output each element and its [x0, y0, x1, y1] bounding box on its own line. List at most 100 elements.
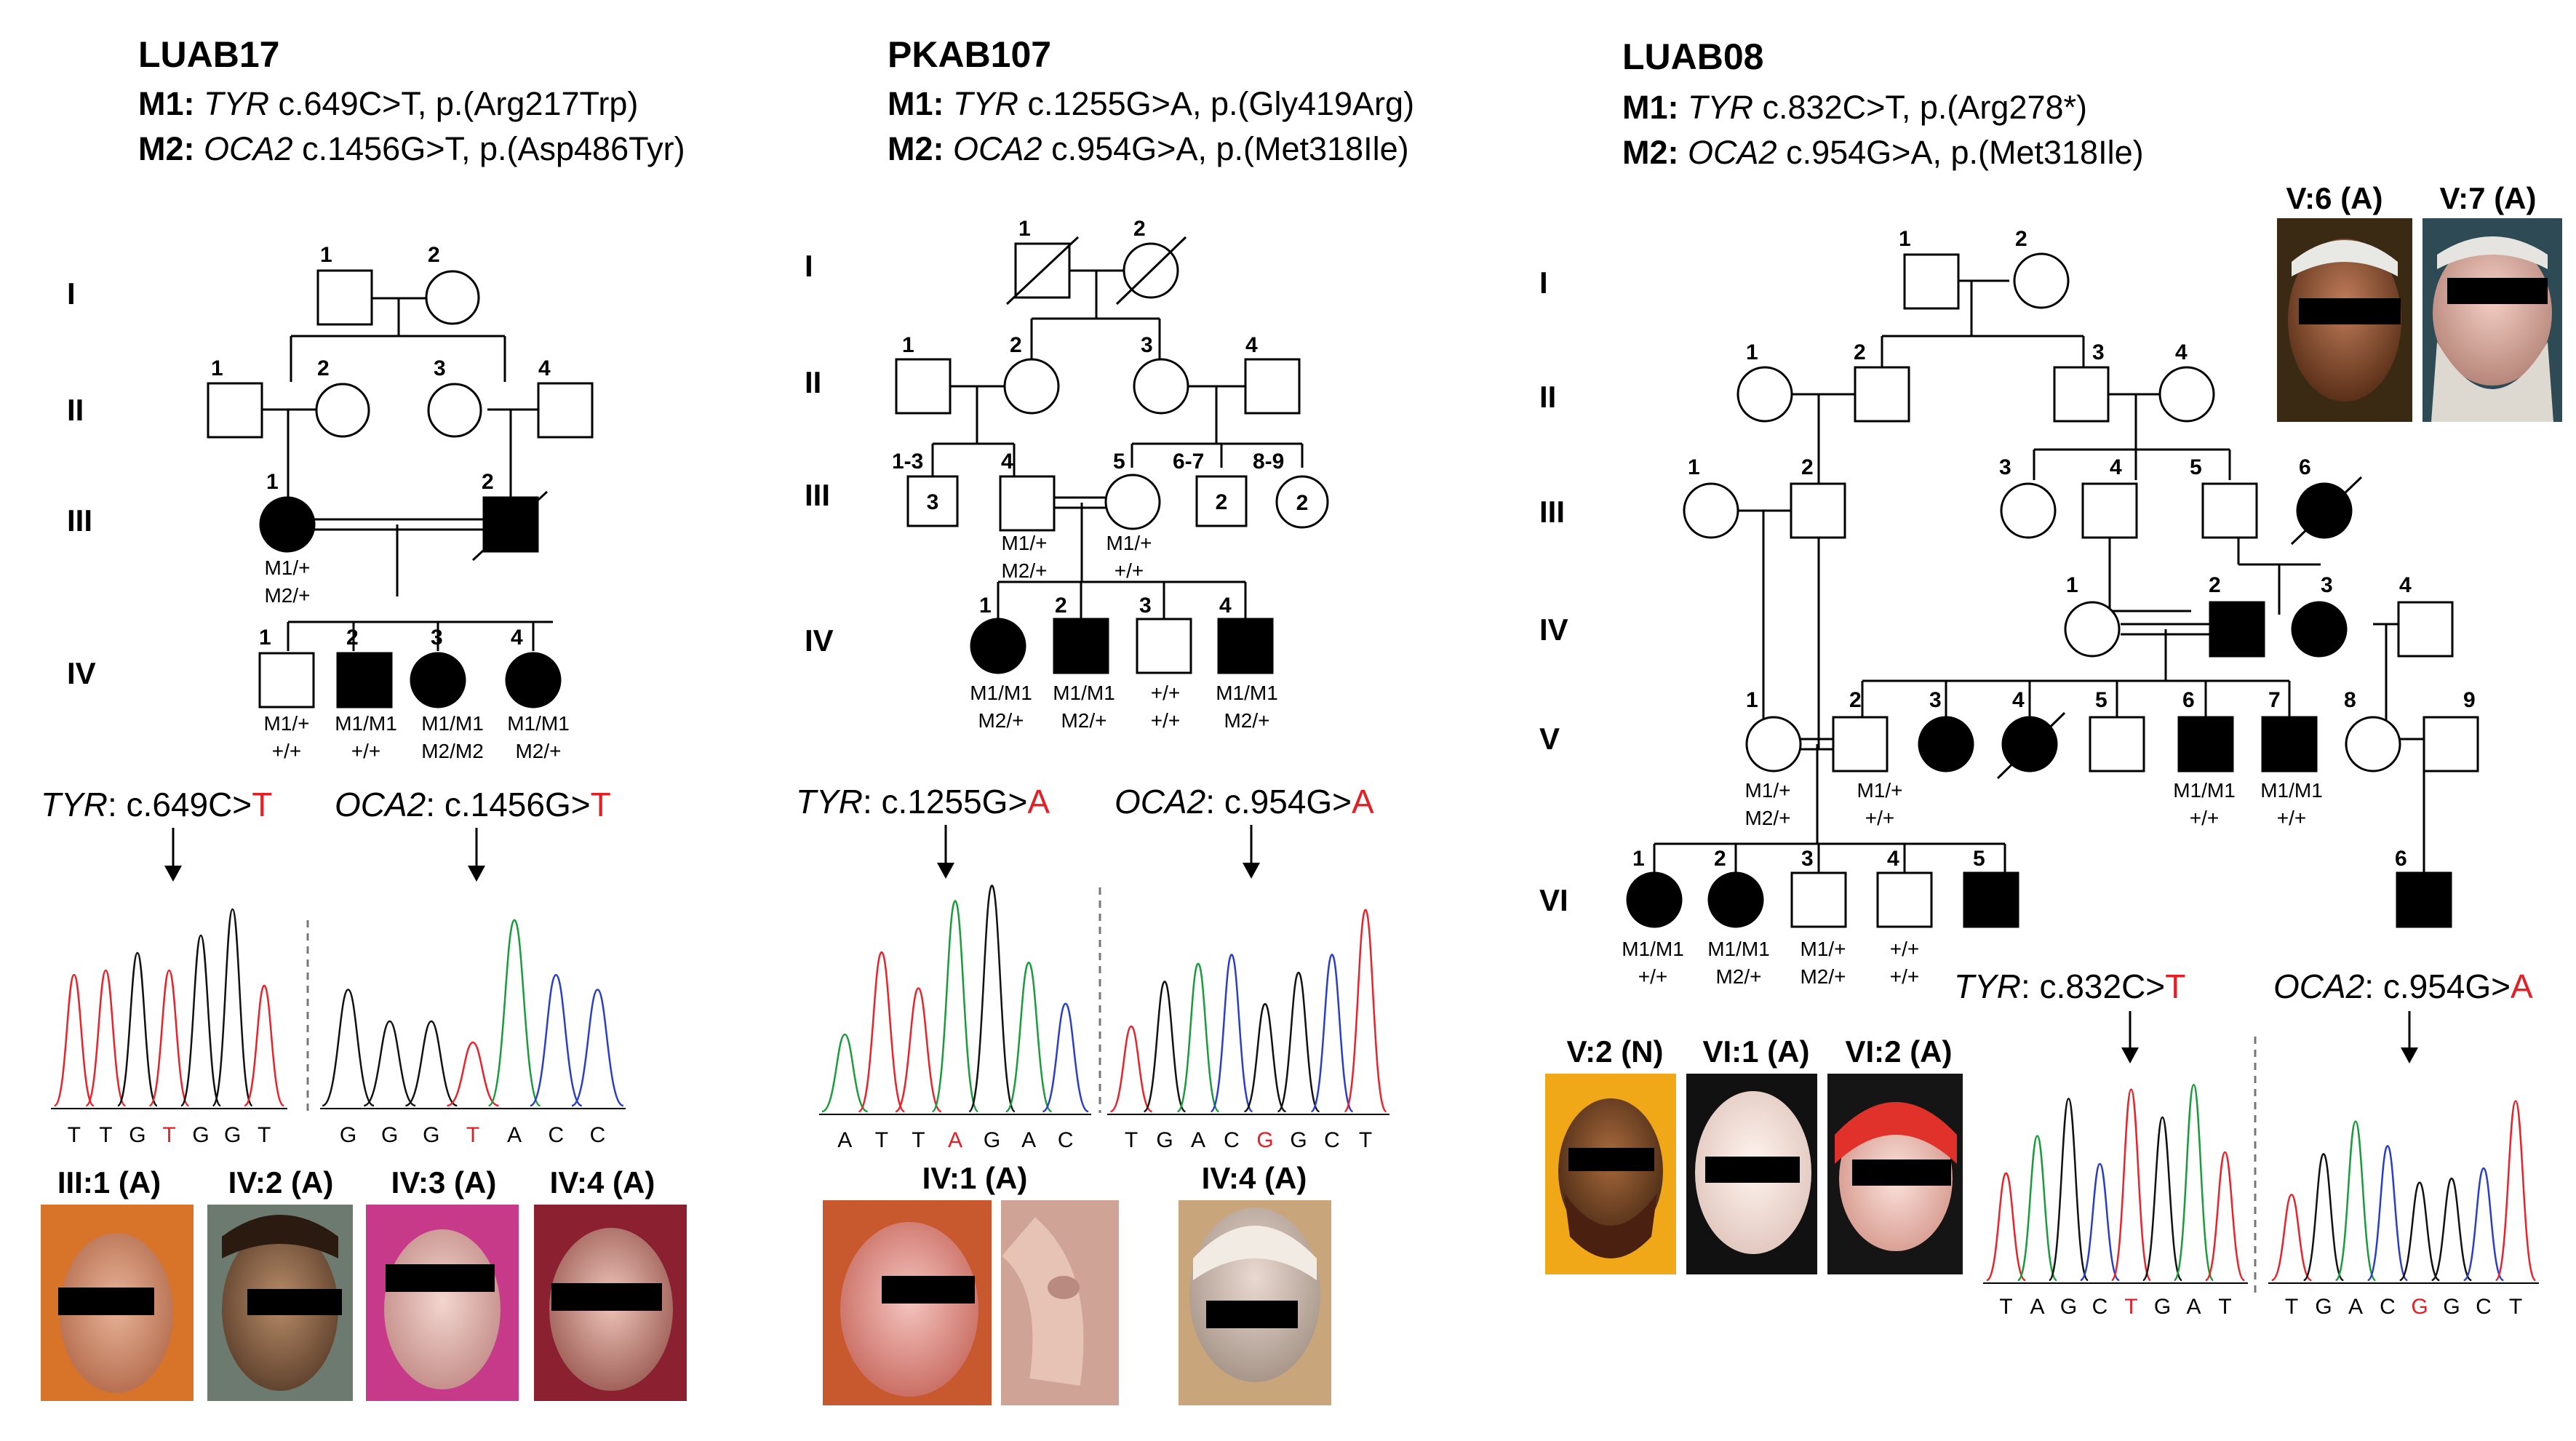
generation-label: III [805, 478, 830, 512]
chromatogram-peak [180, 934, 222, 1107]
genotype: M1/M1 [970, 682, 1032, 704]
pedigree-male [1832, 716, 1889, 773]
sequence-base: C [1224, 1128, 1240, 1152]
patient-photos-bottom: V:2 (N) VI:1 (A) VI:2 (A) [1545, 1034, 1963, 1274]
chromatogram-peak [244, 984, 284, 1107]
individual-number: 3 [1929, 688, 1942, 712]
genotype: +/+ [1865, 807, 1894, 829]
individual-number: 1 [1018, 217, 1031, 241]
sequence-base: G [381, 1123, 398, 1147]
generation-label: III [1539, 495, 1565, 529]
pedigree-affected-female [1918, 716, 1974, 773]
family-title: LUAB08 [1622, 36, 1763, 77]
generation-label: IV [805, 623, 834, 658]
chromatogram-peak [2431, 1177, 2472, 1282]
pedigree-male-group [1195, 475, 1248, 527]
genotype: +/+ [1114, 559, 1144, 582]
sequence-base: C [1058, 1128, 1074, 1152]
patient-photo [2277, 218, 2412, 422]
chromatogram-peak [1143, 981, 1187, 1113]
pedigree-affected-male [2261, 716, 2318, 773]
chromatogram-peak [447, 1041, 499, 1107]
genotype: M2/+ [1715, 965, 1761, 988]
chromatogram-peak [2173, 1083, 2214, 1282]
sequence-base: T [1359, 1128, 1372, 1152]
down-arrow-icon [164, 828, 182, 882]
chromatogram-peak [54, 973, 95, 1107]
genotype: +/+ [1151, 682, 1180, 704]
pedigree-female [2013, 252, 2070, 309]
pedigree-male [999, 475, 1056, 532]
pedigree-male [316, 269, 373, 326]
sequence-base: T [99, 1123, 112, 1147]
genotype: +/+ [2190, 807, 2219, 829]
individual-number: 3 [1141, 333, 1153, 357]
sequence-base: G [2443, 1295, 2460, 1319]
chromatogram-peak [363, 1020, 416, 1107]
chromatogram-peak [1005, 962, 1053, 1113]
chromatogram-heading: TYR: c.649C>T [41, 786, 272, 823]
patient-photo [1827, 1074, 1963, 1274]
chromatogram-peak [2334, 1120, 2377, 1282]
chromatogram-peak [858, 951, 905, 1113]
pedigree-male-group [906, 475, 959, 527]
chromatogram-trace [1983, 1083, 2248, 1284]
individual-number: 4 [538, 356, 551, 380]
individual-number: 1 [2066, 573, 2078, 597]
chromatogram-peak [1042, 1002, 1089, 1113]
photo-label: III:1 (A) [57, 1165, 161, 1199]
patient-photos: III:1 (A) IV:2 (A) IV:3 (A) IV:4 (A) [41, 1165, 687, 1401]
pedigree-affected-female [970, 618, 1026, 674]
chromatogram-heading: TYR: c.1255G>A [796, 783, 1050, 821]
down-arrow-icon [468, 828, 485, 882]
pedigree-affected-male [2209, 601, 2265, 658]
individual-number: 1 [211, 356, 223, 380]
individual-number: 3 [1999, 455, 2011, 479]
sequence-base: A [2348, 1295, 2363, 1319]
family-title: PKAB107 [888, 34, 1051, 75]
sequence-base: G [2060, 1295, 2077, 1319]
sequence-base: G [1256, 1128, 1273, 1152]
pedigree-affected-female [1626, 871, 1683, 928]
chromatogram-peak [212, 908, 253, 1107]
sequence-base: C [2476, 1295, 2492, 1319]
sequence-base: A [507, 1123, 522, 1147]
sequence-base: T [2285, 1295, 2298, 1319]
sequence-base: A [2030, 1295, 2044, 1319]
individual-number: 4 [2110, 455, 2122, 479]
sequence-base: G [224, 1123, 241, 1147]
generation-label: IV [1539, 612, 1568, 647]
chromatogram-peak [2142, 1116, 2183, 1282]
sequence-base: G [2411, 1295, 2428, 1319]
photo-label: VI:1 (A) [1703, 1034, 1810, 1069]
down-arrow-icon [2401, 1011, 2418, 1063]
chromatogram-peak [530, 973, 583, 1107]
sequence-base: C [590, 1123, 606, 1147]
genotype: M2/+ [1061, 709, 1106, 732]
chromatogram-peak [1210, 954, 1253, 1113]
pedigree-female [425, 270, 480, 325]
genotype: M2/M2 [421, 740, 484, 762]
pedigree-male [1903, 253, 1960, 310]
chromatogram-heading: TYR: c.832C>T [1954, 967, 2185, 1005]
genotype: +/+ [351, 740, 380, 762]
sequence-base: T [875, 1128, 888, 1152]
m2-line: M2: OCA2 c.954G>A, p.(Met318Ile) [888, 130, 1409, 167]
sequence-base: T [68, 1123, 81, 1147]
pedigree-affected-female [2291, 601, 2348, 658]
genotype: +/+ [1890, 965, 1919, 988]
chromatogram-heading: OCA2: c.954G>A [1114, 783, 1374, 821]
individual-number: 1 [320, 243, 332, 267]
individual-number: 2 [1133, 217, 1146, 241]
individual-number: 1 [1899, 227, 1911, 251]
individual-number: 2 [346, 626, 359, 650]
chromatogram-peak [488, 919, 541, 1107]
genotype: M2/+ [1001, 559, 1047, 582]
generation-label: II [805, 365, 821, 399]
patient-photo [41, 1205, 194, 1401]
individual-number: 1-3 [892, 450, 923, 474]
down-arrow-icon [937, 825, 954, 879]
